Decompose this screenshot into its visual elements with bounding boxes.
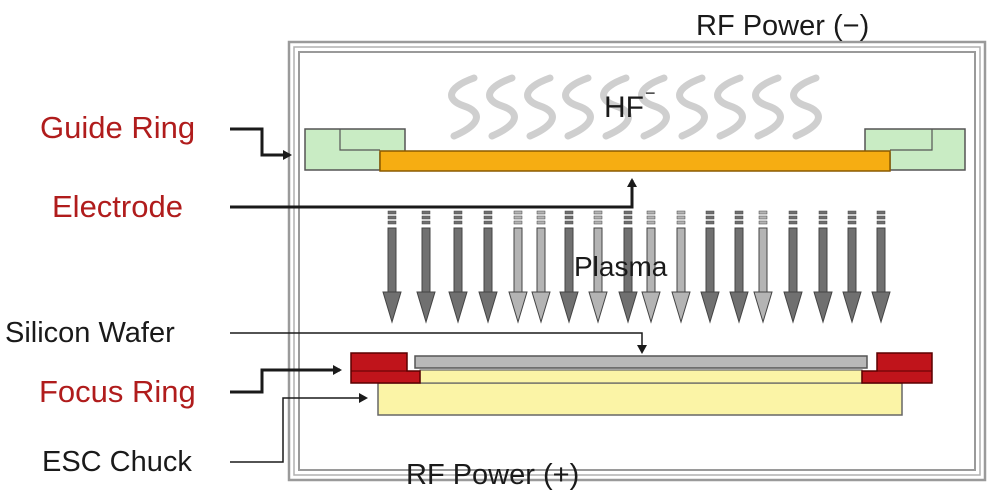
hf-squiggle-group <box>448 74 822 140</box>
silicon-wafer-label: Silicon Wafer <box>5 317 175 349</box>
down-arrow-icon <box>783 210 803 324</box>
squiggle-wave-icon <box>448 74 480 140</box>
down-arrow-icon <box>531 210 551 324</box>
esc-chuck-block <box>377 382 903 416</box>
focus-ring-left <box>350 352 421 384</box>
down-arrow-icon <box>618 210 638 324</box>
silicon-wafer-leader <box>230 332 647 354</box>
squiggle-wave-icon <box>676 74 708 140</box>
squiggle-wave-icon <box>752 74 784 140</box>
chamber-frame <box>287 40 987 482</box>
squiggle-wave-icon <box>486 74 518 140</box>
esc-chuck-leader <box>230 393 368 463</box>
electrode-plate <box>379 150 891 172</box>
silicon-wafer-plate <box>414 355 868 369</box>
down-arrow-icon <box>448 210 468 324</box>
down-arrow-icon <box>382 210 402 324</box>
squiggle-wave-icon <box>524 74 556 140</box>
down-arrow-icon <box>813 210 833 324</box>
electrode-label: Electrode <box>52 189 183 224</box>
guide-ring-leader <box>230 127 292 160</box>
hf-label: HF <box>604 91 644 124</box>
focus-ring-leader <box>230 365 342 394</box>
down-arrow-icon <box>588 210 608 324</box>
squiggle-wave-icon <box>562 74 594 140</box>
down-arrow-icon <box>671 210 691 324</box>
squiggle-wave-icon <box>790 74 822 140</box>
focus-ring-right <box>861 352 933 384</box>
hf-superscript: − <box>645 83 656 103</box>
plasma-arrow-group <box>382 210 891 324</box>
down-arrow-icon <box>700 210 720 324</box>
electrode-leader <box>230 178 637 209</box>
down-arrow-icon <box>641 210 661 324</box>
focus-ring-label: Focus Ring <box>39 374 196 409</box>
down-arrow-icon <box>871 210 891 324</box>
down-arrow-icon <box>508 210 528 324</box>
rf-power-bottom-label: RF Power (+) <box>406 459 579 491</box>
down-arrow-icon <box>416 210 436 324</box>
down-arrow-icon <box>559 210 579 324</box>
esc-chuck-label: ESC Chuck <box>42 446 192 478</box>
down-arrow-icon <box>478 210 498 324</box>
down-arrow-icon <box>842 210 862 324</box>
callout-lines <box>230 127 647 463</box>
rf-power-top-label: RF Power (−) <box>696 10 869 42</box>
guide-ring-label: Guide Ring <box>40 110 195 145</box>
squiggle-wave-icon <box>600 74 632 140</box>
down-arrow-icon <box>729 210 749 324</box>
squiggle-wave-icon <box>638 74 670 140</box>
down-arrow-icon <box>753 210 773 324</box>
squiggle-wave-icon <box>714 74 746 140</box>
plasma-label: Plasma <box>574 251 668 282</box>
chuck-top-plate <box>419 369 863 384</box>
